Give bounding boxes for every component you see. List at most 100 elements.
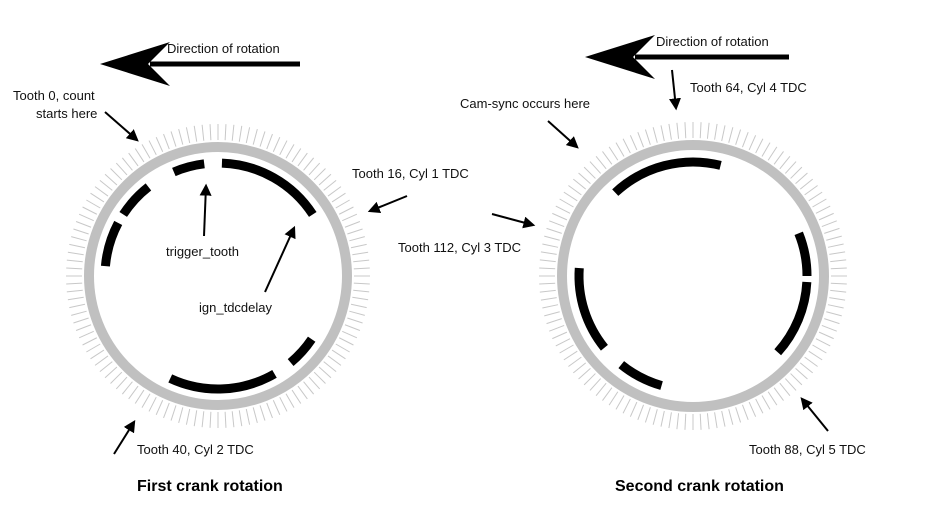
right-tooth-tick bbox=[767, 146, 778, 161]
left-tooth-tick bbox=[75, 221, 92, 228]
right-tooth-tick bbox=[615, 142, 625, 157]
left-tooth-tick bbox=[82, 206, 98, 215]
right-tooth-tick bbox=[684, 122, 687, 139]
trigger-tooth-arrow bbox=[199, 183, 212, 237]
tooth16-arrow bbox=[367, 195, 408, 213]
right-tooth-tick bbox=[815, 338, 831, 347]
tooth88-label: Tooth 88, Cyl 5 TDC bbox=[749, 442, 866, 457]
left-tooth-tick bbox=[75, 324, 92, 331]
left-tooth-tick bbox=[71, 236, 87, 242]
left-tooth-tick bbox=[224, 411, 227, 428]
left-tooth-tick bbox=[104, 173, 118, 186]
tooth64-label: Tooth 64, Cyl 4 TDC bbox=[690, 80, 807, 95]
tooth40-label: Tooth 40, Cyl 2 TDC bbox=[137, 442, 254, 457]
right-tooth-tick bbox=[563, 350, 578, 361]
right-tooth-tick bbox=[546, 227, 562, 234]
left-tooth-tick bbox=[327, 355, 342, 366]
right-tooth-tick bbox=[622, 398, 631, 414]
trigger-tooth-label: trigger_tooth bbox=[166, 244, 239, 259]
ign-tdcdelay-arrow bbox=[264, 225, 296, 293]
right-tooth-tick bbox=[804, 356, 818, 367]
left-segment bbox=[168, 369, 277, 394]
right-tooth-tick bbox=[821, 324, 837, 332]
right-tooth-tick bbox=[595, 382, 607, 396]
right-tooth-tick bbox=[644, 129, 651, 145]
right-tooth-tick bbox=[824, 318, 840, 325]
left-tooth-tick bbox=[90, 349, 105, 360]
left-tooth-tick bbox=[141, 144, 151, 159]
right-tooth-tick bbox=[595, 156, 607, 170]
left-tooth-tick bbox=[170, 131, 177, 147]
right-tooth-tick bbox=[735, 129, 742, 145]
right-tooth-tick bbox=[779, 156, 791, 170]
right-tooth-tick bbox=[755, 138, 764, 154]
left-tooth-tick bbox=[342, 213, 358, 222]
left-tooth-tick bbox=[185, 127, 191, 144]
tooth112-arrow bbox=[491, 213, 536, 229]
left-tooth-tick bbox=[66, 282, 83, 285]
right-tooth-tick bbox=[721, 125, 726, 142]
right-tooth-tick bbox=[549, 220, 565, 228]
ign-tdcdelay-label: ign_tdcdelay bbox=[199, 300, 272, 315]
right-tooth-tick bbox=[773, 151, 784, 165]
left-tooth-tick bbox=[347, 317, 363, 324]
left-tooth-tick bbox=[353, 259, 370, 263]
right-tooth-tick bbox=[676, 413, 680, 430]
left-tooth-tick bbox=[342, 330, 358, 339]
right-tooth-tick bbox=[552, 331, 568, 340]
left-tooth-tick bbox=[335, 199, 350, 209]
left-tooth-tick bbox=[69, 303, 86, 309]
right-tooth-tick bbox=[589, 378, 602, 391]
left-tooth-tick bbox=[352, 296, 369, 301]
left-tooth-tick bbox=[349, 310, 365, 316]
right-tooth-tick bbox=[699, 413, 702, 430]
right-tooth-tick bbox=[578, 367, 591, 380]
right-tooth-tick bbox=[728, 409, 734, 425]
left-tooth-tick bbox=[238, 125, 243, 142]
left-tooth-tick bbox=[231, 124, 235, 141]
left-segment bbox=[172, 159, 205, 177]
left-tooth-tick bbox=[110, 168, 123, 181]
right-tooth-tick bbox=[728, 127, 734, 143]
left-tooth-tick bbox=[178, 407, 184, 423]
right-tooth-tick bbox=[540, 297, 557, 301]
right-tooth-tick bbox=[829, 297, 846, 301]
left-tooth-tick bbox=[94, 355, 109, 366]
right-tooth-tick bbox=[568, 185, 582, 196]
left-tooth-tick bbox=[69, 243, 86, 249]
left-tooth-tick bbox=[279, 396, 288, 412]
left-tooth-tick bbox=[110, 371, 123, 384]
right-tooth-tick bbox=[555, 338, 571, 347]
right-tooth-tick bbox=[830, 259, 847, 263]
left-tooth-tick bbox=[266, 402, 273, 419]
left-tooth-tick bbox=[353, 282, 370, 285]
left-tooth-tick bbox=[99, 179, 113, 191]
left-tooth-tick bbox=[303, 157, 315, 171]
left-tooth-tick bbox=[121, 157, 133, 171]
right-tooth-tick bbox=[544, 235, 560, 241]
left-tooth-tick bbox=[73, 317, 89, 324]
tooth0-arrow bbox=[104, 111, 139, 142]
right-tooth-tick bbox=[799, 362, 813, 374]
left-tooth-tick bbox=[318, 173, 332, 186]
right-tooth-tick bbox=[652, 409, 658, 425]
right-tooth-tick bbox=[818, 212, 834, 221]
right-segment bbox=[774, 281, 812, 356]
right-caption: Second crank rotation bbox=[615, 478, 784, 495]
right-tooth-tick bbox=[830, 267, 847, 270]
right-tooth-tick bbox=[821, 220, 837, 228]
left-tooth-tick bbox=[259, 131, 266, 147]
right-tooth-tick bbox=[826, 311, 842, 317]
left-tooth-tick bbox=[266, 133, 273, 150]
left-tooth-tick bbox=[209, 124, 212, 141]
left-tooth-tick bbox=[297, 152, 308, 167]
left-segments bbox=[100, 158, 317, 394]
left-tooth-ticks bbox=[66, 124, 370, 428]
left-tooth-tick bbox=[350, 303, 367, 309]
right-tooth-tick bbox=[583, 373, 596, 386]
right-tooth-tick bbox=[539, 282, 556, 285]
left-tooth-tick bbox=[73, 228, 89, 235]
tooth0-label-line2: starts here bbox=[36, 106, 97, 121]
left-tooth-tick bbox=[245, 127, 251, 144]
right-tooth-tick bbox=[790, 373, 803, 386]
